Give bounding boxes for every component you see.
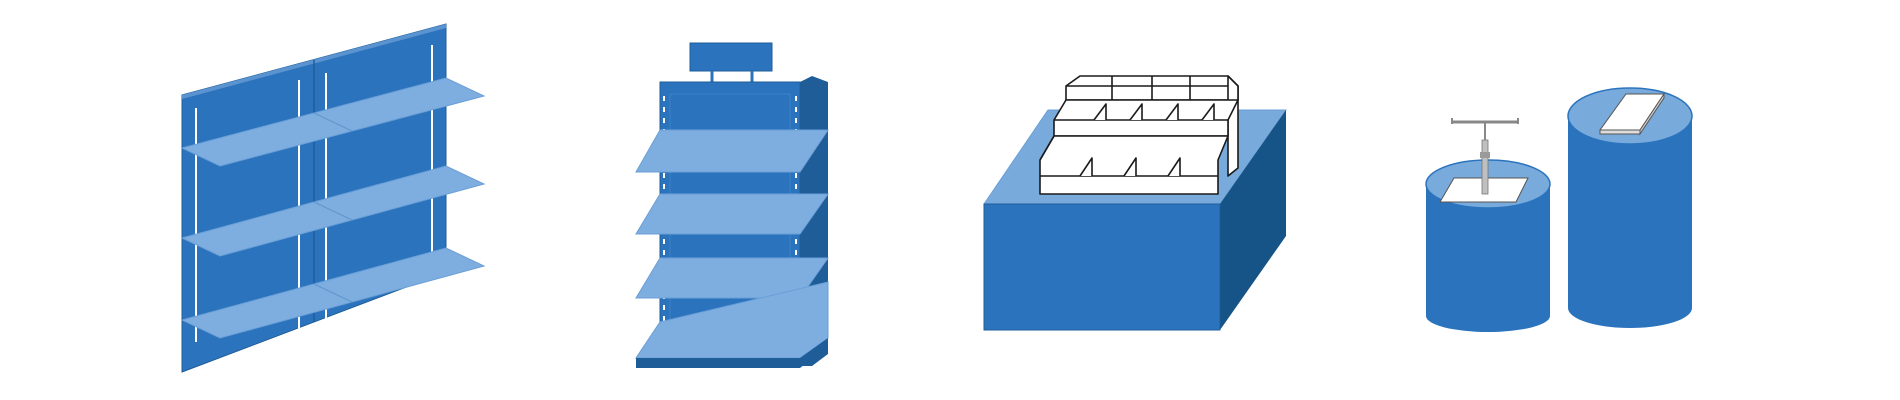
t-bar-hanger	[1451, 118, 1519, 195]
block-front-face	[983, 203, 1221, 331]
endcap-base	[636, 338, 828, 368]
short-cylinder	[1425, 118, 1551, 332]
tall-cylinder	[1567, 87, 1693, 328]
header-sign	[689, 42, 773, 72]
cylinder-pedestals	[1425, 87, 1693, 332]
tall-cylinder-book	[1599, 92, 1665, 136]
wall-shelving-unit	[180, 23, 486, 373]
endcap-shelf-2	[635, 193, 829, 235]
endcap-shelf-1	[635, 129, 829, 173]
tiered-divider-tray	[1039, 75, 1239, 195]
counter-display-block	[983, 75, 1287, 331]
block-side-face	[1220, 110, 1286, 330]
end-cap-shelving-unit	[635, 42, 829, 368]
